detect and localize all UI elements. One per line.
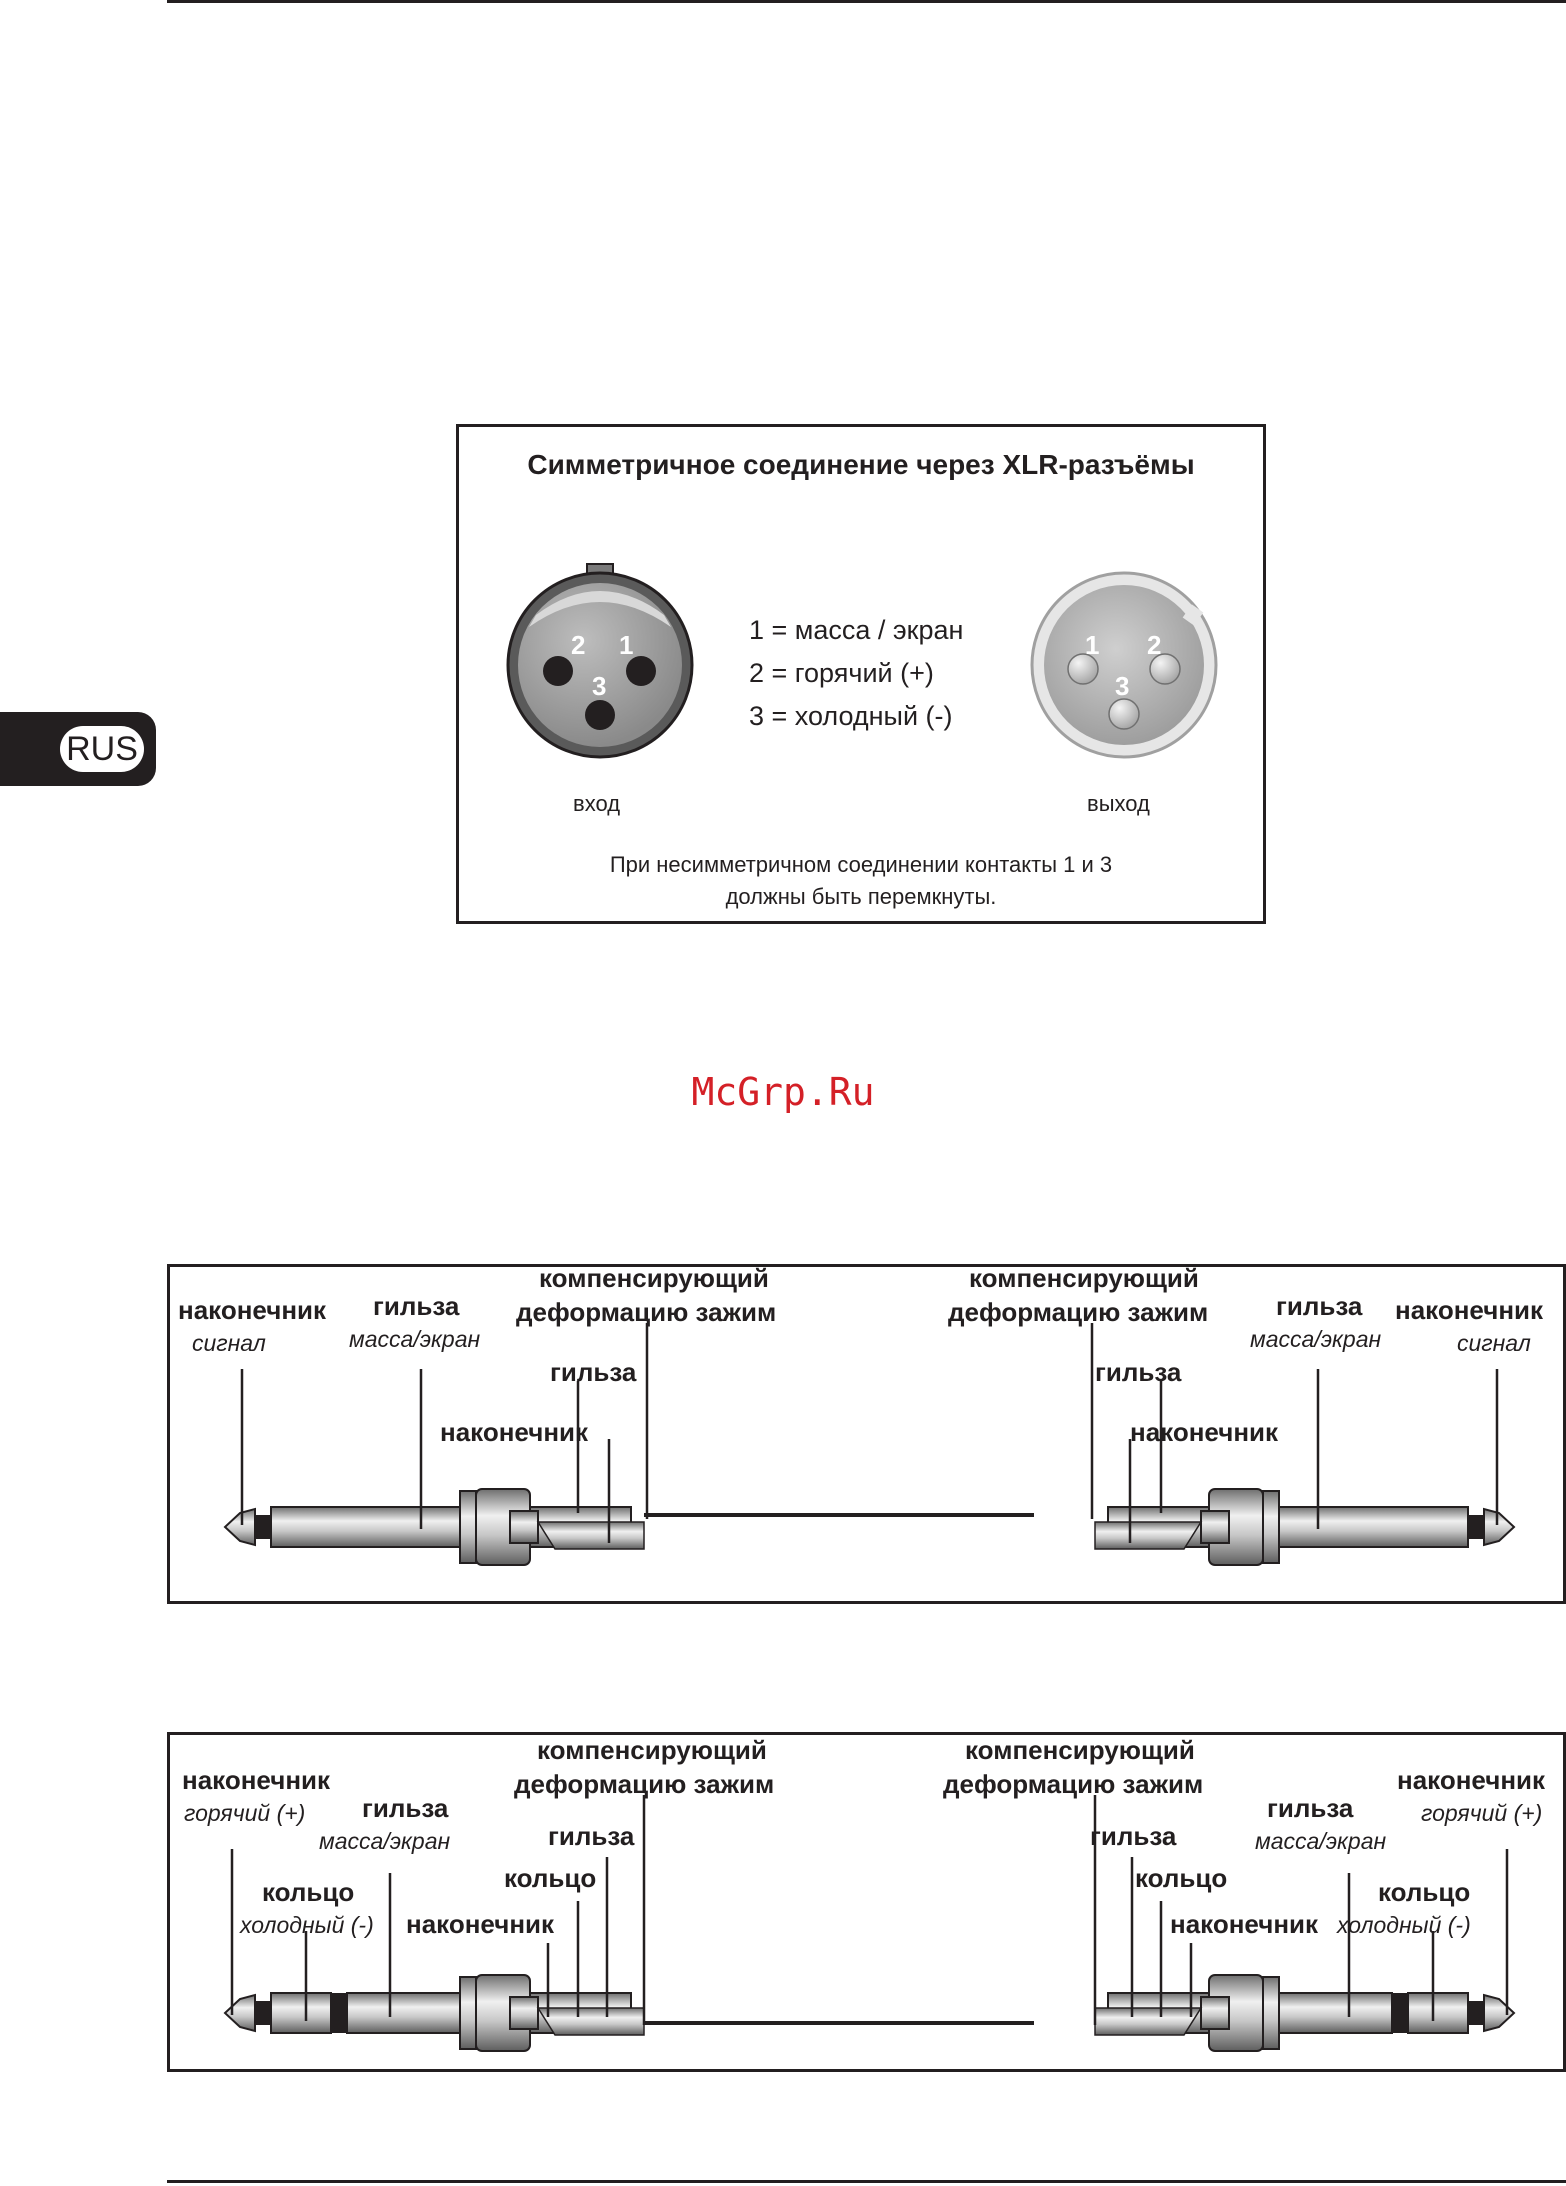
language-label: RUS — [60, 726, 144, 772]
male-pin-3 — [1108, 698, 1140, 730]
stereo-ring-sub-label-right: холодный (-) — [1336, 1912, 1471, 1938]
xlr-connectors-drawing: 2 1 3 1 2 3 — [506, 563, 1218, 759]
male-pin-1 — [1067, 653, 1099, 685]
stereo-tip-sub-label: горячий (+) — [184, 1800, 305, 1826]
legend-item: 3 = холодный (-) — [749, 701, 953, 731]
mono-sleeve-sub-label: масса/экран — [349, 1326, 480, 1352]
stereo-jack-diagram-box: наконечник горячий (+) гильза масса/экра… — [167, 1732, 1566, 2072]
stereo-sleeve-label: гильза — [362, 1793, 449, 1823]
mono-sleeve-sub-label-right: масса/экран — [1250, 1326, 1381, 1352]
stereo-tip-label: наконечник — [182, 1765, 331, 1795]
mono-inner-sleeve-label: гильза — [550, 1357, 637, 1387]
male-pin-3-label: 3 — [1115, 671, 1129, 701]
mono-sleeve-label: гильза — [373, 1291, 460, 1321]
stereo-strain-relief-label-1-right: компенсирующий — [965, 1735, 1195, 1765]
mono-inner-sleeve-label-right: гильза — [1095, 1357, 1182, 1387]
watermark: McGrp.Ru — [691, 1070, 875, 1114]
mono-tip-sub-label: сигнал — [192, 1330, 266, 1356]
stereo-leader-lines — [230, 1795, 1509, 2025]
mono-tip-label-right: наконечник — [1395, 1295, 1544, 1325]
input-label: вход — [573, 791, 621, 816]
mono-strain-relief-label-1: компенсирующий — [539, 1267, 769, 1293]
pin-legend: 1 = масса / экран 2 = горячий (+) 3 = хо… — [749, 609, 963, 738]
mono-tip-sub-label-right: сигнал — [1457, 1330, 1531, 1356]
xlr-diagram-box: Симметричное соединение через XLR-разъём… — [456, 424, 1266, 924]
female-pin-2-label: 2 — [571, 630, 585, 660]
female-pin-1-label: 1 — [619, 630, 633, 660]
mono-inner-tip-label: наконечник — [440, 1417, 589, 1447]
stereo-sleeve-sub-label-right: масса/экран — [1255, 1828, 1386, 1854]
mono-tip-label: наконечник — [178, 1295, 327, 1325]
mono-strain-relief-label-2-right: деформацию зажим — [948, 1297, 1208, 1327]
stereo-strain-relief-label-2-right: деформацию зажим — [943, 1769, 1203, 1799]
stereo-inner-ring-label-right: кольцо — [1135, 1863, 1227, 1893]
xlr-female-connector: 2 1 3 — [506, 563, 694, 759]
note-line: При несимметричном соединении контакты 1… — [609, 852, 1113, 877]
output-label: выход — [1087, 791, 1150, 816]
stereo-ring-label: кольцо — [262, 1877, 354, 1907]
xlr-male-connector: 1 2 3 — [1030, 571, 1218, 759]
male-pin-1-label: 1 — [1085, 630, 1099, 660]
stereo-strain-relief-label-2: деформацию зажим — [514, 1769, 774, 1799]
mono-leader-lines — [240, 1323, 1499, 1543]
female-pin-3-label: 3 — [592, 671, 606, 701]
bottom-rule — [167, 2180, 1566, 2183]
xlr-title: Симметричное соединение через XLR-разъём… — [527, 449, 1195, 480]
stereo-sleeve-sub-label: масса/экран — [319, 1828, 450, 1854]
stereo-inner-tip-label: наконечник — [406, 1909, 555, 1939]
mono-right-plug — [1094, 1488, 1516, 1566]
mono-left-plug — [223, 1488, 1034, 1566]
stereo-right-plug — [1094, 1974, 1516, 2052]
stereo-tip-label-right: наконечник — [1397, 1765, 1546, 1795]
stereo-cable-drawing: наконечник горячий (+) гильза масса/экра… — [182, 1735, 1546, 2052]
stereo-inner-tip-label-right: наконечник — [1170, 1909, 1319, 1939]
language-tab: RUS — [0, 712, 156, 786]
note-line: должны быть перемкнуты. — [725, 884, 997, 909]
stereo-tip-sub-label-right: горячий (+) — [1421, 1800, 1542, 1826]
mono-strain-relief-label-1-right: компенсирующий — [969, 1267, 1199, 1293]
unbalanced-note: При несимметричном соединении контакты 1… — [459, 849, 1263, 913]
stereo-inner-sleeve-label-right: гильза — [1090, 1821, 1177, 1851]
male-pin-2-label: 2 — [1147, 630, 1161, 660]
stereo-ring-label-right: кольцо — [1378, 1877, 1470, 1907]
mono-strain-relief-label-2: деформацию зажим — [516, 1297, 776, 1327]
mono-jack-diagram-box: наконечник сигнал гильза масса/экран ком… — [167, 1264, 1566, 1604]
stereo-sleeve-label-right: гильза — [1267, 1793, 1354, 1823]
legend-item: 1 = масса / экран — [749, 615, 964, 645]
legend-item: 2 = горячий (+) — [749, 658, 934, 688]
stereo-inner-sleeve-label: гильза — [548, 1821, 635, 1851]
male-pin-2 — [1149, 653, 1181, 685]
mono-sleeve-label-right: гильза — [1276, 1291, 1363, 1321]
top-rule — [167, 0, 1566, 3]
mono-cable-drawing: наконечник сигнал гильза масса/экран ком… — [178, 1267, 1544, 1566]
female-pin-1 — [626, 656, 656, 686]
female-pin-2 — [543, 656, 573, 686]
stereo-left-plug — [223, 1974, 1034, 2052]
stereo-ring-sub-label: холодный (-) — [239, 1912, 374, 1938]
stereo-inner-ring-label: кольцо — [504, 1863, 596, 1893]
mono-inner-tip-label-right: наконечник — [1130, 1417, 1279, 1447]
stereo-strain-relief-label-1: компенсирующий — [537, 1735, 767, 1765]
female-pin-3 — [585, 700, 615, 730]
